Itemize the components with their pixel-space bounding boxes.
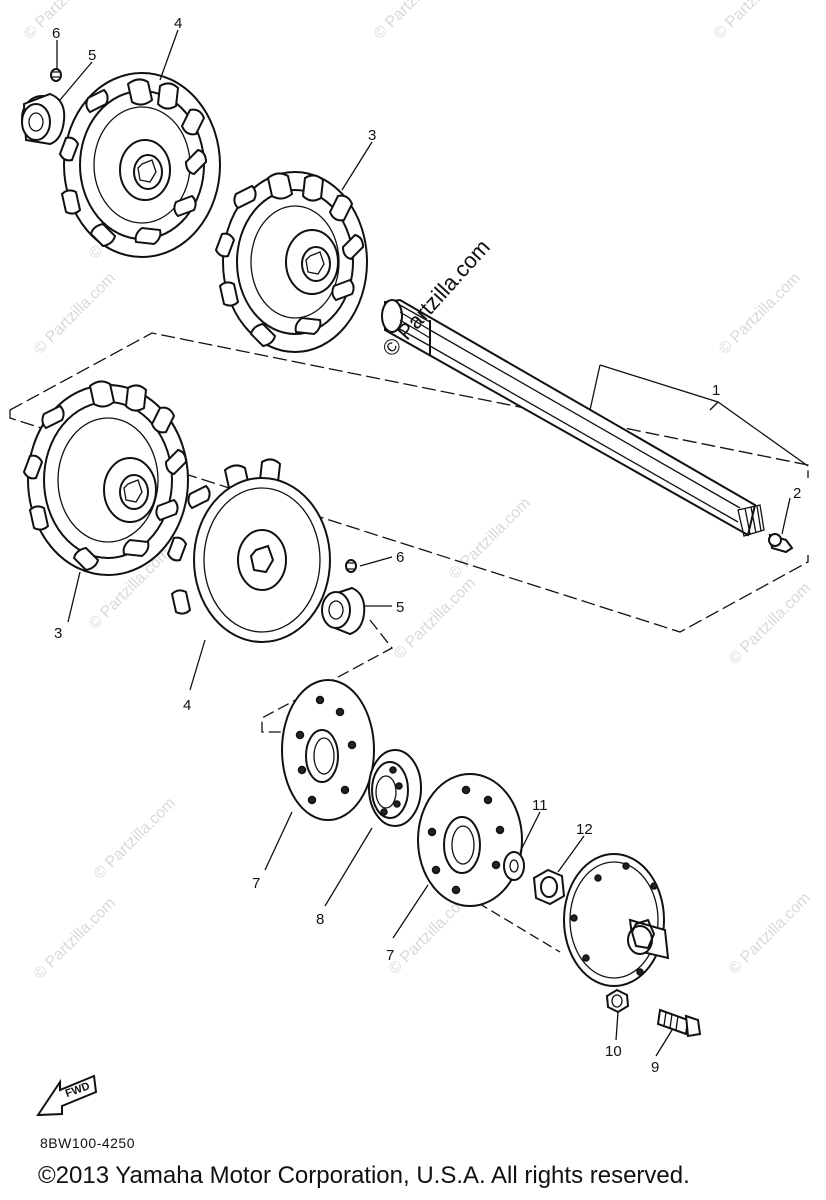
- part-6-plug-mid: [345, 559, 357, 573]
- callout-5: 5: [396, 599, 404, 616]
- part-10-nut: [605, 988, 630, 1014]
- upper-group-outline: [9, 332, 809, 478]
- watermark-text: © Partzilla.com: [726, 580, 814, 668]
- callout-7: 7: [386, 947, 394, 964]
- callout-7: 7: [252, 875, 260, 892]
- callout-6: 6: [52, 25, 60, 42]
- callout-4: 4: [183, 697, 191, 714]
- watermark-text: © Partzilla.com: [446, 495, 534, 583]
- diagram-code: 8BW100-4250: [40, 1135, 136, 1151]
- watermark-text: © Partzilla.com: [31, 270, 119, 358]
- watermark-text: © Partzilla.com: [711, 0, 799, 43]
- watermark-text: © Partzilla.com: [91, 795, 179, 883]
- sprocket-teeth: [58, 78, 208, 248]
- watermark-text: © Partzilla.com: [726, 890, 814, 978]
- callout-4: 4: [174, 15, 182, 32]
- lower-group-outline: [9, 410, 809, 633]
- part-1-drive-shaft: [381, 298, 765, 537]
- fwd-direction-arrow: FWD: [36, 1074, 98, 1117]
- callout-1-leader-left: [589, 364, 601, 411]
- watermark-text: © Partzilla.com: [716, 270, 804, 358]
- part-6-plug-top: [50, 68, 62, 82]
- shaft-spline: [381, 299, 431, 347]
- bearing-group-outline: [261, 619, 393, 733]
- watermark-text: © Partzilla.com: [371, 0, 459, 43]
- part-12-nut: [532, 868, 566, 906]
- callout-numbers: 6 5 4 3 1 2 6 5 3 4 7 8 7 11 12 10 9: [52, 15, 801, 1076]
- callout-12: 12: [576, 821, 593, 838]
- part-3-sprocket-left: [22, 380, 189, 576]
- callout-8: 8: [316, 911, 324, 928]
- callout-1-leader-mid: [709, 401, 719, 411]
- part-5-collar-top: [21, 92, 66, 146]
- sprocket-teeth: [214, 172, 365, 348]
- sprocket-teeth: [22, 380, 188, 572]
- part-3-sprocket-top: [214, 171, 368, 353]
- part-4-sprocket-top: [58, 72, 221, 258]
- callout-2: 2: [793, 485, 801, 502]
- shaft-thread: [737, 504, 765, 537]
- callout-6: 6: [396, 549, 404, 566]
- part-2-bolt: [768, 533, 794, 554]
- callout-11: 11: [532, 797, 548, 814]
- callout-leaders: [56, 29, 791, 1057]
- callout-10: 10: [605, 1043, 622, 1060]
- callout-3: 3: [54, 625, 62, 642]
- part-7-flange-plate-left: [281, 679, 375, 821]
- part-4-wheel-bottom: [166, 458, 331, 643]
- flange-housing-assembly: [563, 853, 670, 987]
- watermark-text: © Partzilla.com: [391, 575, 479, 663]
- callout-3: 3: [368, 127, 376, 144]
- watermark-text: © Partzilla.com: [31, 895, 119, 983]
- copyright-notice: ©2013 Yamaha Motor Corporation, U.S.A. A…: [38, 1162, 690, 1189]
- part-11-washer: [503, 851, 525, 881]
- watermark-text: © Partzilla.com: [21, 0, 109, 43]
- callout-1: 1: [712, 382, 720, 399]
- part-8-bearing: [368, 749, 422, 827]
- part-7-flange-plate-right: [417, 773, 523, 907]
- callout-9: 9: [651, 1059, 659, 1076]
- part-5-collar-mid: [321, 586, 366, 636]
- callout-5: 5: [88, 47, 96, 64]
- part-9-bolt: [656, 1008, 702, 1038]
